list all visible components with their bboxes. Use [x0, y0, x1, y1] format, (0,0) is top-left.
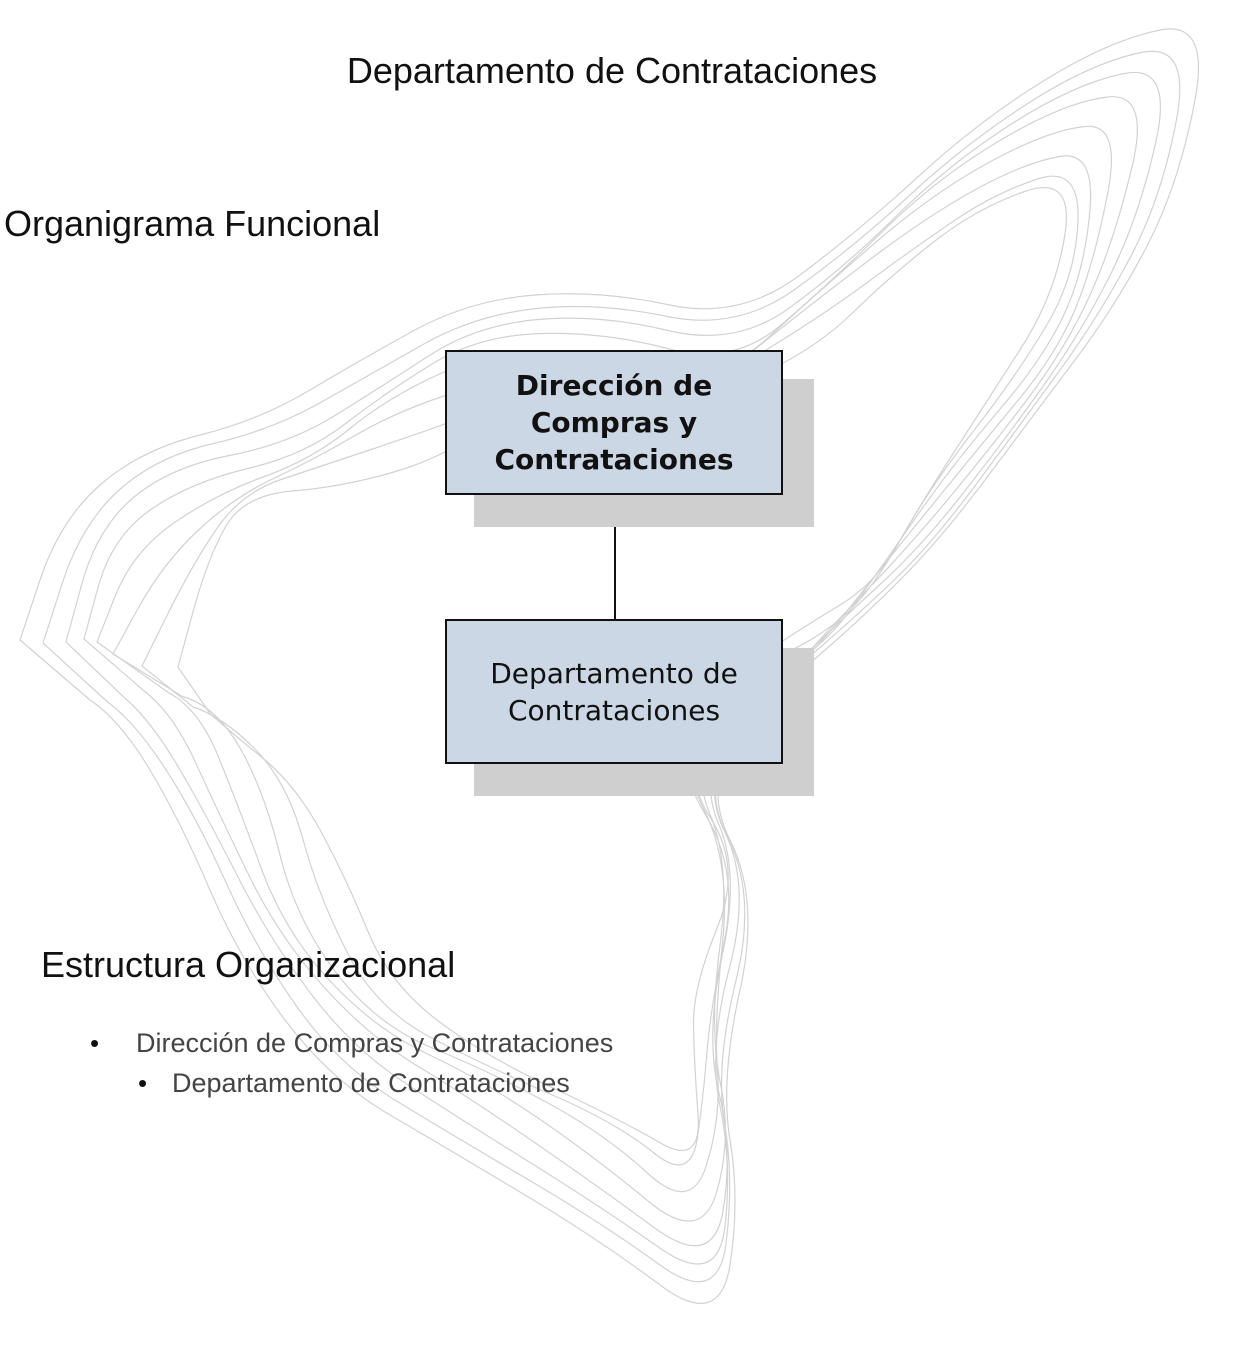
list-item-label: Departamento de Contrataciones [172, 1068, 570, 1098]
org-node-label: Dirección de Compras y Contrataciones [494, 369, 734, 476]
org-connector-line [614, 496, 616, 620]
list-item: • Departamento de Contrataciones [138, 1068, 570, 1099]
list-item: • Dirección de Compras y Contrataciones [90, 1028, 614, 1059]
page-title: Departamento de Contrataciones [346, 50, 878, 91]
org-node-departamento: Departamento de Contrataciones [445, 619, 814, 796]
bullet-icon: • [90, 1028, 100, 1058]
bullet-icon: • [138, 1068, 148, 1098]
structure-heading: Estructura Organizacional [41, 944, 456, 985]
structure-list-level1: • Dirección de Compras y Contrataciones [90, 1028, 614, 1059]
structure-list-level2: • Departamento de Contrataciones [138, 1068, 570, 1099]
org-node-direccion: Dirección de Compras y Contrataciones [445, 350, 814, 527]
org-node-box: Departamento de Contrataciones [445, 619, 783, 764]
org-node-label: Departamento de Contrataciones [490, 656, 738, 727]
functional-chart-heading: Organigrama Funcional [4, 203, 381, 244]
list-item-label: Dirección de Compras y Contrataciones [136, 1028, 614, 1058]
org-node-box: Dirección de Compras y Contrataciones [445, 350, 783, 495]
